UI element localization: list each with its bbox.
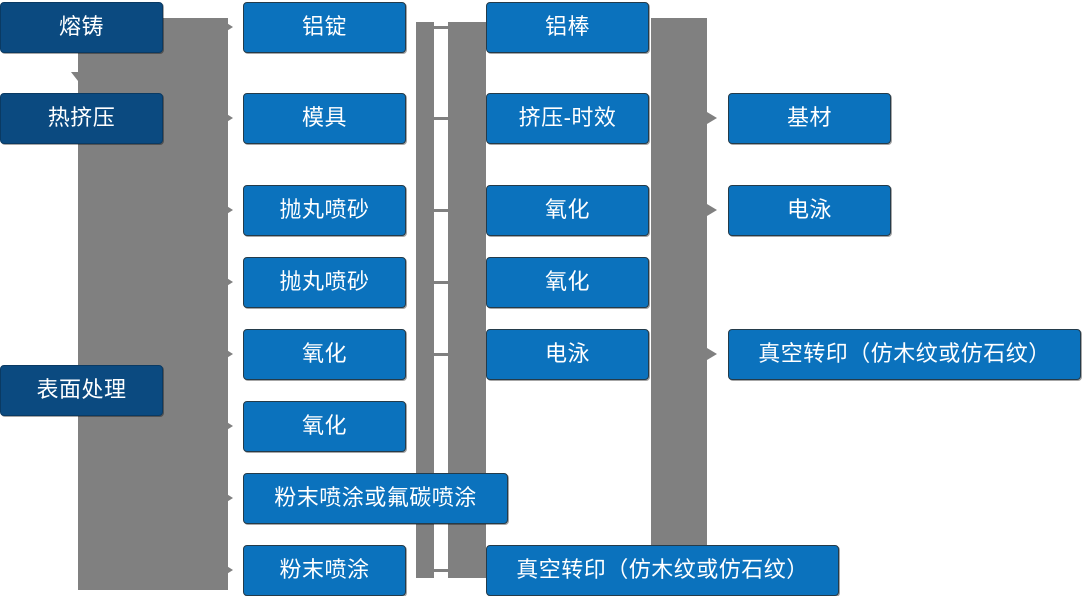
mid-link-line-4 [431, 281, 451, 284]
right-arrow-icon-3 [707, 348, 717, 360]
node-yanghua-col3-2[interactable]: 氧化 [486, 257, 649, 308]
node-jiya-shixiao[interactable]: 挤压-时效 [486, 93, 649, 144]
mid-link-line-1 [431, 26, 451, 29]
node-yanghua-col3-1[interactable]: 氧化 [486, 185, 649, 236]
stage-down-arrow-icon [71, 72, 85, 81]
node-zhenkongzhuanyin-right[interactable]: 真空转印（仿木纹或仿石纹） [728, 329, 1081, 380]
node-dianyong-col4[interactable]: 电泳 [728, 185, 891, 236]
node-jicai[interactable]: 基材 [728, 93, 891, 144]
node-lubang[interactable]: 铝棒 [486, 2, 649, 53]
node-rejiya[interactable]: 热挤压 [0, 93, 163, 144]
mid-link-line-5 [431, 353, 451, 356]
node-paowanpensha-1[interactable]: 抛丸喷砂 [243, 185, 406, 236]
node-yanghua-col2-2[interactable]: 氧化 [243, 401, 406, 452]
mid-thin-connector-bar [416, 22, 434, 578]
stage-arrow-icon-4 [222, 275, 233, 289]
surface-treatment-link-line [163, 388, 187, 391]
node-muju[interactable]: 模具 [243, 93, 406, 144]
node-fenmopentu[interactable]: 粉末喷涂 [243, 545, 406, 596]
node-rongzhu[interactable]: 熔铸 [0, 2, 163, 53]
stage-arrow-icon-2 [222, 111, 233, 125]
node-ludi[interactable]: 铝锭 [243, 2, 406, 53]
node-biaomianchuli[interactable]: 表面处理 [0, 365, 163, 416]
stage-arrow-icon-6 [222, 419, 233, 433]
mid-link-line-3 [431, 209, 451, 212]
node-paowanpensha-2[interactable]: 抛丸喷砂 [243, 257, 406, 308]
node-dianyong-col3[interactable]: 电泳 [486, 329, 649, 380]
stage-arrow-icon-5 [222, 347, 233, 361]
stage-arrow-icon-3 [222, 203, 233, 217]
right-arrow-icon-2 [707, 204, 717, 216]
mid-link-line-6 [431, 569, 451, 572]
stage-arrow-icon-1 [222, 20, 233, 34]
node-zhenkongzhuanyin-bottom[interactable]: 真空转印（仿木纹或仿石纹） [486, 545, 839, 596]
mid-link-line-2 [431, 117, 451, 120]
stage-arrow-icon-7 [222, 491, 233, 505]
right-connector-bar [651, 18, 707, 548]
stage-arrow-icon-8 [222, 563, 233, 577]
node-yanghua-col2-1[interactable]: 氧化 [243, 329, 406, 380]
node-fenmopentu-huotan[interactable]: 粉末喷涂或氟碳喷涂 [243, 473, 508, 524]
right-arrow-icon-1 [707, 112, 717, 124]
